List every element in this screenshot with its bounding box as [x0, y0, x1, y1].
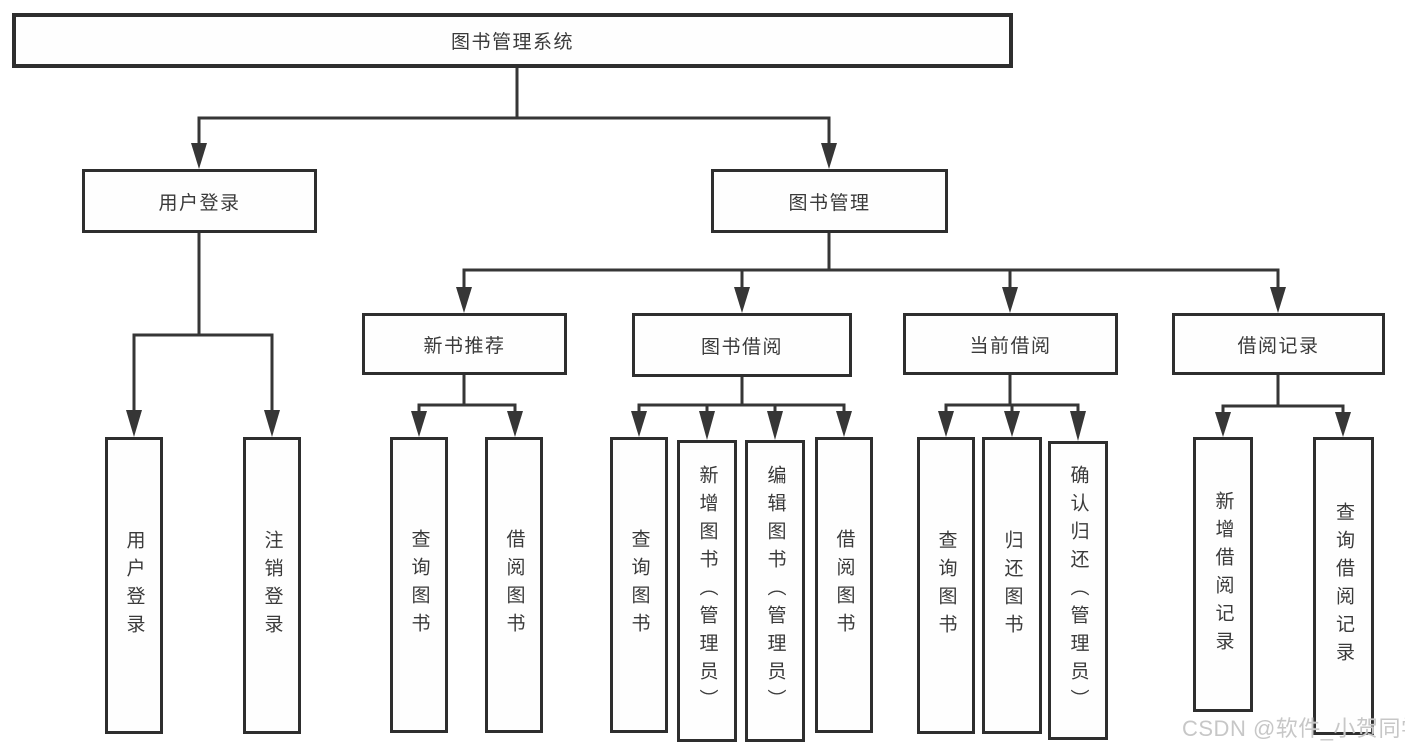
leaf-logout: 注销登录	[243, 437, 301, 734]
arrowhead	[456, 287, 472, 313]
connector-root-to-level2	[191, 68, 837, 169]
arrowhead	[1335, 412, 1351, 437]
node-book-management: 图书管理	[711, 169, 948, 233]
connector-current-borrow-to-children	[938, 375, 1086, 441]
node-label: 注销登录	[261, 529, 283, 642]
arrowhead	[836, 411, 852, 437]
node-current-borrow: 当前借阅	[903, 313, 1118, 375]
node-book-borrow: 图书借阅	[632, 313, 852, 377]
arrowhead	[699, 411, 715, 440]
leaf-add-book-admin: 新增图书（管理员）	[677, 440, 737, 742]
arrowhead	[938, 411, 954, 437]
node-borrow-records: 借阅记录	[1172, 313, 1385, 375]
leaf-query-book-current: 查询图书	[917, 437, 975, 734]
node-library-management-system: 图书管理系统	[12, 13, 1013, 68]
arrowhead	[767, 411, 783, 440]
node-label: 查询图书	[935, 529, 957, 642]
leaf-borrow-book-recommend: 借阅图书	[485, 437, 543, 733]
arrowhead	[631, 411, 647, 437]
arrowhead	[507, 411, 523, 437]
connector-user-login-to-children	[126, 233, 280, 437]
connector-borrow-records-to-children	[1215, 375, 1351, 437]
leaf-edit-book-admin: 编辑图书（管理员）	[745, 440, 805, 742]
node-label: 归还图书	[1001, 529, 1023, 642]
node-label: 当前借阅	[969, 335, 1052, 357]
arrowhead	[191, 143, 207, 169]
arrowhead	[734, 287, 750, 313]
node-label: 新增图书（管理员）	[696, 465, 718, 717]
arrowhead	[821, 143, 837, 169]
arrowhead	[411, 411, 427, 437]
node-label: 新增借阅记录	[1212, 490, 1234, 659]
leaf-confirm-return-admin: 确认归还（管理员）	[1048, 441, 1108, 740]
node-label: 图书管理系统	[450, 32, 574, 53]
node-label: 借阅记录	[1237, 335, 1320, 357]
node-label: 借阅图书	[833, 529, 855, 641]
leaf-return-book: 归还图书	[982, 437, 1042, 734]
node-label: 用户登录	[158, 192, 241, 214]
node-label: 图书管理	[788, 192, 871, 214]
node-label: 借阅图书	[503, 529, 525, 641]
node-label: 查询图书	[408, 529, 430, 641]
node-label: 编辑图书（管理员）	[764, 465, 786, 717]
node-user-login: 用户登录	[82, 169, 317, 233]
arrowhead	[1270, 287, 1286, 313]
leaf-query-book-borrow: 查询图书	[610, 437, 668, 733]
arrowhead	[1004, 411, 1020, 437]
arrowhead	[1002, 287, 1018, 313]
leaf-add-borrow-record: 新增借阅记录	[1193, 437, 1253, 712]
connector-new-book-recommend-to-children	[411, 375, 523, 437]
node-new-book-recommend: 新书推荐	[362, 313, 567, 375]
leaf-query-borrow-record: 查询借阅记录	[1313, 437, 1374, 735]
connector-book-management-to-level3	[456, 233, 1286, 313]
leaf-query-book-recommend: 查询图书	[390, 437, 448, 733]
node-label: 确认归还（管理员）	[1067, 464, 1089, 717]
connector-book-borrow-to-children	[631, 377, 852, 440]
node-label: 图书借阅	[700, 336, 783, 358]
arrowhead	[1070, 411, 1086, 441]
node-label: 新书推荐	[423, 335, 506, 357]
arrowhead	[126, 410, 142, 437]
arrowhead	[264, 410, 280, 437]
leaf-user-login-action: 用户登录	[105, 437, 163, 734]
leaf-borrow-book: 借阅图书	[815, 437, 873, 733]
node-label: 查询借阅记录	[1333, 502, 1354, 670]
node-label: 用户登录	[123, 529, 145, 642]
node-label: 查询图书	[628, 529, 650, 641]
watermark: CSDN @软件_小贺同学	[1182, 716, 1405, 741]
arrowhead	[1215, 412, 1231, 437]
